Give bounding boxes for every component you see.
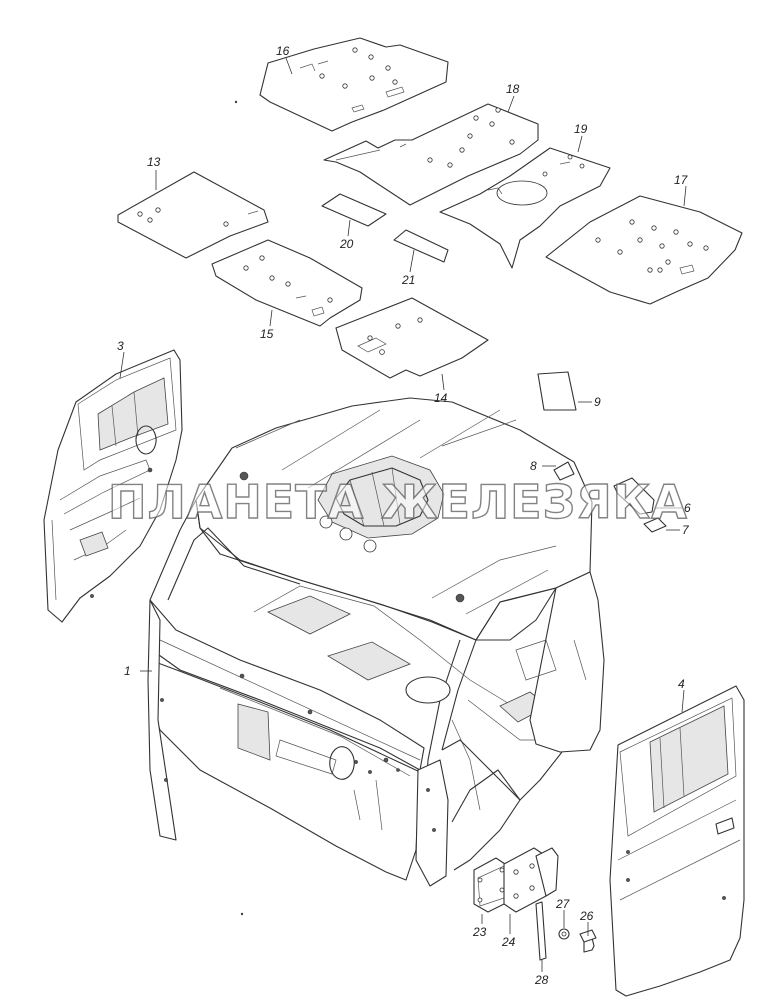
right-door xyxy=(609,685,745,997)
callout-19: 19 xyxy=(574,122,588,136)
callout-9: 9 xyxy=(594,395,601,409)
part-7 xyxy=(643,517,667,533)
watermark: ПЛАНЕТА ЖЕЛЕЗЯКА xyxy=(108,475,688,529)
mat-17 xyxy=(545,195,743,305)
part-28 xyxy=(535,901,547,961)
part-23 xyxy=(473,857,509,913)
callout-27: 27 xyxy=(555,897,571,911)
callout-13: 13 xyxy=(147,155,161,169)
stray-dot xyxy=(234,100,238,104)
part-6 xyxy=(613,477,655,515)
callout-24: 24 xyxy=(501,935,516,949)
callout-21: 21 xyxy=(401,273,415,287)
mat-13 xyxy=(117,171,269,259)
mat-16 xyxy=(259,37,449,132)
callout-1: 1 xyxy=(124,664,131,678)
callout-26: 26 xyxy=(579,909,594,923)
callout-6: 6 xyxy=(684,501,691,515)
callout-15: 15 xyxy=(260,327,274,341)
callout-28: 28 xyxy=(534,973,549,987)
mat-20 xyxy=(321,193,387,227)
callout-23: 23 xyxy=(472,925,487,939)
mat-19 xyxy=(439,147,611,269)
callout-16: 16 xyxy=(276,44,290,58)
mat-21 xyxy=(393,229,449,263)
cab-body xyxy=(147,397,605,887)
callout-7: 7 xyxy=(682,523,690,537)
callout-14: 14 xyxy=(434,391,448,405)
callout-17: 17 xyxy=(674,173,689,187)
callout-8: 8 xyxy=(530,459,537,473)
leader-lines xyxy=(119,57,687,972)
left-door xyxy=(43,349,183,623)
callout-3: 3 xyxy=(117,339,124,353)
panel-9 xyxy=(537,371,577,411)
mat-15 xyxy=(211,239,363,327)
callout-4: 4 xyxy=(678,677,685,691)
part-8 xyxy=(553,461,575,481)
mat-14 xyxy=(335,297,489,379)
part-24 xyxy=(503,847,559,913)
mat-18 xyxy=(323,103,539,206)
stray-dot xyxy=(240,912,244,916)
part-27 xyxy=(558,928,570,940)
callout-18: 18 xyxy=(506,82,520,96)
callout-20: 20 xyxy=(339,237,354,251)
